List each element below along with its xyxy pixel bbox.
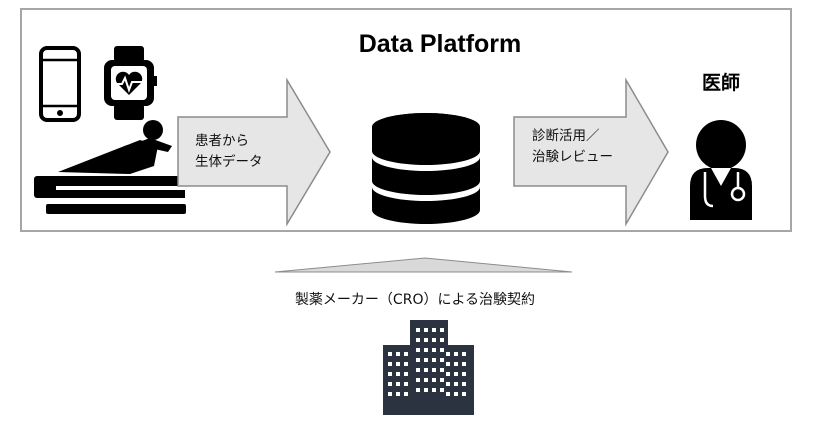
doctor-label: 医師 xyxy=(701,72,740,94)
arrow-left-line2: 生体データ xyxy=(195,154,263,170)
buildings-icon xyxy=(383,320,474,415)
doctor-icon xyxy=(690,120,752,220)
arrow-left-line1: 患者から xyxy=(195,133,249,149)
diagram-title: Data Platform xyxy=(358,30,522,58)
arrow-left-label: 患者から 生体データ xyxy=(195,131,263,173)
database-icon xyxy=(372,113,480,224)
smartphone-icon xyxy=(39,46,81,122)
arrow-right xyxy=(513,77,669,227)
patient-bed-icon xyxy=(34,120,186,214)
arrow-right-line2: 治験レビュー xyxy=(532,149,613,165)
platform-frame xyxy=(20,8,792,232)
arrow-right-label: 診断活用／ 治験レビュー xyxy=(532,126,613,168)
bottom-label: 製薬メーカー（CRO）による治験契約 xyxy=(294,292,536,308)
platform-wedge xyxy=(274,257,573,273)
arrow-left xyxy=(177,77,331,227)
smartwatch-icon xyxy=(104,46,157,120)
arrow-right-line1: 診断活用／ xyxy=(532,128,600,144)
